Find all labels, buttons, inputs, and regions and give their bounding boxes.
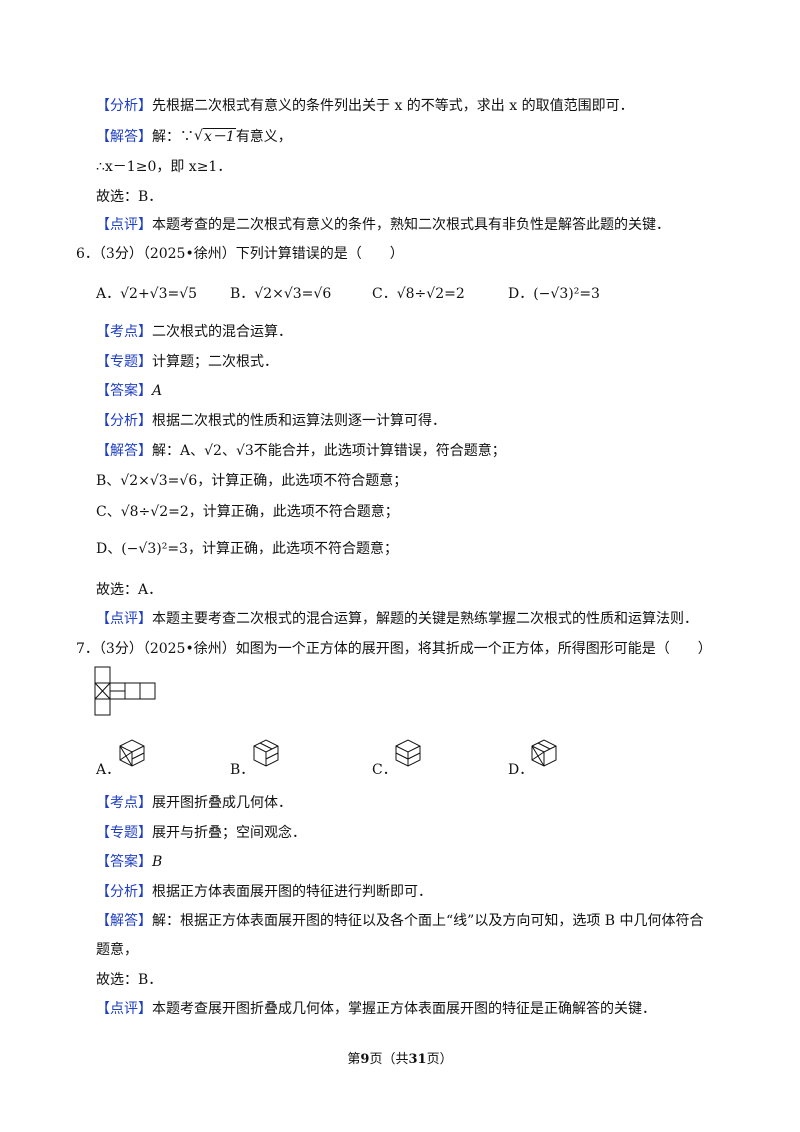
answer-text-post: 有意义， — [235, 129, 292, 145]
q7-option-b-label: B． — [230, 762, 255, 778]
cube-option-b-icon — [253, 739, 279, 767]
q7-comment-line: 【点评】本题考查展开图折叠成几何体，掌握正方体表面展开图的特征是正确解答的关键． — [96, 999, 656, 1019]
analysis-text: 根据正方体表面展开图的特征进行判断即可． — [152, 884, 432, 900]
q7-option-c-label: C． — [372, 762, 397, 778]
kaodian-tag: 【考点】 — [96, 795, 152, 811]
analysis-tag: 【分析】 — [96, 98, 152, 114]
net-square-top — [94, 666, 111, 684]
zhuanti-tag: 【专题】 — [96, 354, 152, 370]
q5-answer-line: 【解答】解：∵ x－1有意义， — [96, 126, 292, 147]
footer-page-number: 9 — [360, 1052, 370, 1067]
kaodian-tag: 【考点】 — [96, 324, 152, 340]
cube-option-c-icon — [395, 739, 421, 767]
answer-text-pre: 解：∵ — [152, 129, 194, 145]
q7-analysis-line: 【分析】根据正方体表面展开图的特征进行判断即可． — [96, 882, 432, 902]
q7-option-d-label: D． — [508, 762, 534, 778]
q6-answer-a-line: 【解答】解：A、√2、√3不能合并，此选项计算错误，符合题意； — [96, 441, 506, 461]
footer-total-pages: 31 — [408, 1052, 427, 1067]
daan-text: A — [152, 383, 163, 399]
q6-comment-line: 【点评】本题主要考查二次根式的混合运算，解题的关键是熟练掌握二次根式的性质和运算… — [96, 609, 698, 629]
daan-tag: 【答案】 — [96, 383, 152, 399]
answer-tag: 【解答】 — [96, 129, 152, 145]
net-square-right-2 — [124, 682, 141, 700]
net-square-bottom — [94, 698, 111, 716]
answer-tag: 【解答】 — [96, 913, 152, 929]
daan-text: B — [152, 854, 163, 870]
comment-text: 本题考查展开图折叠成几何体，掌握正方体表面展开图的特征是正确解答的关键． — [152, 1001, 656, 1017]
comment-tag: 【点评】 — [96, 611, 152, 627]
footer-suffix: 页） — [426, 1052, 453, 1067]
q6-kaodian-line: 【考点】二次根式的混合运算． — [96, 322, 292, 342]
net-diagonal-2 — [94, 682, 111, 700]
cube-option-a-icon — [119, 739, 145, 767]
zhuanti-text: 展开与折叠；空间观念． — [152, 825, 306, 841]
q5-comment-line: 【点评】本题考查的是二次根式有意义的条件，熟知二次根式具有非负性是解答此题的关键… — [96, 215, 670, 235]
radicand: x－1 — [203, 128, 236, 145]
q5-analysis-line: 【分析】先根据二次根式有意义的条件列出关于 x 的不等式，求出 x 的取值范围即… — [96, 96, 634, 116]
kaodian-text: 二次根式的混合运算． — [152, 324, 292, 340]
zhuanti-text: 计算题；二次根式． — [152, 354, 278, 370]
q6-stem: 6．（3分）（2025•徐州）下列计算错误的是（ ） — [76, 246, 404, 262]
q7-answer-continued: 题意， — [96, 942, 138, 958]
comment-tag: 【点评】 — [96, 217, 152, 233]
q5-choice-line: 故选：B． — [96, 189, 163, 205]
q7-option-a-label: A． — [96, 762, 121, 778]
q6-answer-b-line: B、√2×√3=√6，计算正确，此选项不符合题意； — [96, 473, 408, 489]
analysis-tag: 【分析】 — [96, 413, 152, 429]
q6-answer-c-line: C、√8÷√2=2，计算正确，此选项不符合题意； — [96, 504, 399, 520]
comment-text: 本题考查的是二次根式有意义的条件，熟知二次根式具有非负性是解答此题的关键． — [152, 217, 670, 233]
kaodian-text: 展开图折叠成几何体． — [152, 795, 292, 811]
q5-therefore-line: ∴x－1≥0，即 x≥1． — [96, 159, 232, 175]
cube-option-d-icon — [531, 739, 557, 767]
answer-a-text: 解：A、√2、√3不能合并，此选项计算错误，符合题意； — [152, 443, 506, 459]
analysis-tag: 【分析】 — [96, 884, 152, 900]
page-footer: 第9页（共31页） — [0, 1048, 800, 1067]
q6-analysis-line: 【分析】根据二次根式的性质和运算法则逐一计算可得． — [96, 411, 446, 431]
q6-zhuanti-line: 【专题】计算题；二次根式． — [96, 352, 278, 372]
q7-answer-line: 【解答】解：根据正方体表面展开图的特征以及各个面上“线”以及方向可知，选项 B … — [96, 911, 704, 931]
q7-zhuanti-line: 【专题】展开与折叠；空间观念． — [96, 823, 306, 843]
q6-option-a: A．√2+√3=√5 — [96, 286, 198, 302]
q7-kaodian-line: 【考点】展开图折叠成几何体． — [96, 793, 292, 813]
q6-option-c: C．√8÷√2=2 — [372, 286, 465, 302]
footer-prefix: 第 — [347, 1052, 361, 1067]
net-square-right-3 — [139, 682, 156, 700]
q6-choice-line: 故选：A． — [96, 582, 163, 598]
sqrt-expression: x－1 — [194, 126, 236, 147]
q6-daan-line: 【答案】A — [96, 381, 162, 401]
analysis-text: 根据二次根式的性质和运算法则逐一计算可得． — [152, 413, 446, 429]
comment-text: 本题主要考查二次根式的混合运算，解题的关键是熟练掌握二次根式的性质和运算法则． — [152, 611, 698, 627]
daan-tag: 【答案】 — [96, 854, 152, 870]
q7-choice-line: 故选：B． — [96, 972, 163, 988]
q7-daan-line: 【答案】B — [96, 852, 162, 872]
q6-option-b: B．√2×√3=√6 — [230, 286, 332, 302]
comment-tag: 【点评】 — [96, 1001, 152, 1017]
q7-stem: 7．（3分）（2025•徐州）如图为一个正方体的展开图，将其折成一个正方体，所得… — [76, 641, 712, 657]
q6-answer-d-line: D、(−√3)²=3，计算正确，此选项不符合题意； — [96, 541, 398, 557]
answer-tag: 【解答】 — [96, 443, 152, 459]
footer-mid: 页（共 — [369, 1052, 409, 1067]
analysis-text: 先根据二次根式有意义的条件列出关于 x 的不等式，求出 x 的取值范围即可． — [152, 98, 634, 114]
answer-text-1: 解：根据正方体表面展开图的特征以及各个面上“线”以及方向可知，选项 B 中几何体… — [152, 913, 704, 929]
cube-net-figure — [94, 666, 156, 716]
zhuanti-tag: 【专题】 — [96, 825, 152, 841]
q6-option-d: D．(−√3)²=3 — [508, 286, 600, 302]
